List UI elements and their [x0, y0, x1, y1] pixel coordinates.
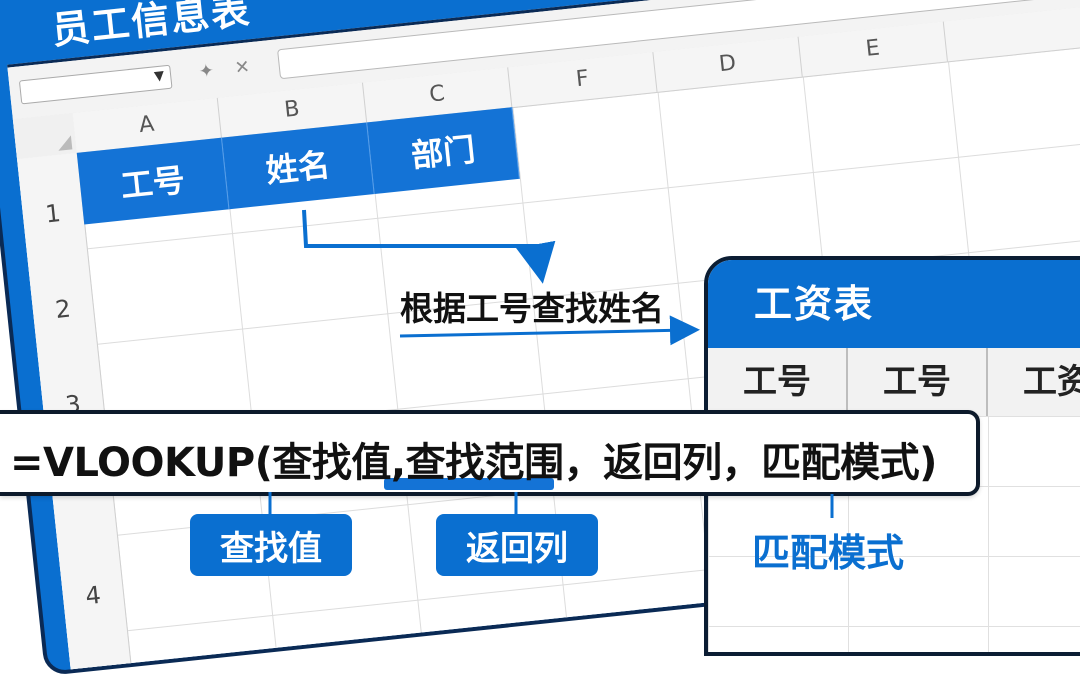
match-mode-label: 匹配模式: [752, 531, 905, 575]
salary-sheet-title: 工资表: [708, 260, 1080, 348]
salary-header-row: 工号 工号 工资: [708, 348, 1080, 417]
lookup-range-highlight: [384, 478, 554, 490]
row-header-1[interactable]: 1: [43, 198, 63, 229]
name-box[interactable]: ▼: [18, 64, 173, 105]
close-icon[interactable]: ✕: [233, 56, 251, 79]
lookup-note: 根据工号查找姓名: [400, 289, 664, 328]
header-cell-name[interactable]: 姓名: [221, 122, 375, 210]
formula-text: =VLOOKUP(查找值,查找范围，返回列，匹配模式): [10, 440, 937, 486]
row-header-2[interactable]: 2: [53, 294, 73, 324]
header-cell-department[interactable]: 部门: [367, 107, 520, 194]
cancel-icon[interactable]: ✦: [197, 60, 216, 83]
salary-header-cell-1[interactable]: 工号: [708, 348, 848, 416]
chevron-down-icon[interactable]: ▼: [153, 68, 165, 85]
salary-header-cell-2[interactable]: 工号: [848, 348, 988, 416]
lookup-value-tag: 查找值: [190, 514, 352, 576]
header-cell-employee-id[interactable]: 工号: [76, 137, 230, 225]
formula-bar[interactable]: =VLOOKUP(查找值,查找范围，返回列，匹配模式): [0, 410, 980, 496]
return-column-tag: 返回列: [436, 514, 598, 576]
select-all-corner[interactable]: [12, 113, 77, 160]
salary-header-cell-3[interactable]: 工资: [988, 348, 1080, 416]
